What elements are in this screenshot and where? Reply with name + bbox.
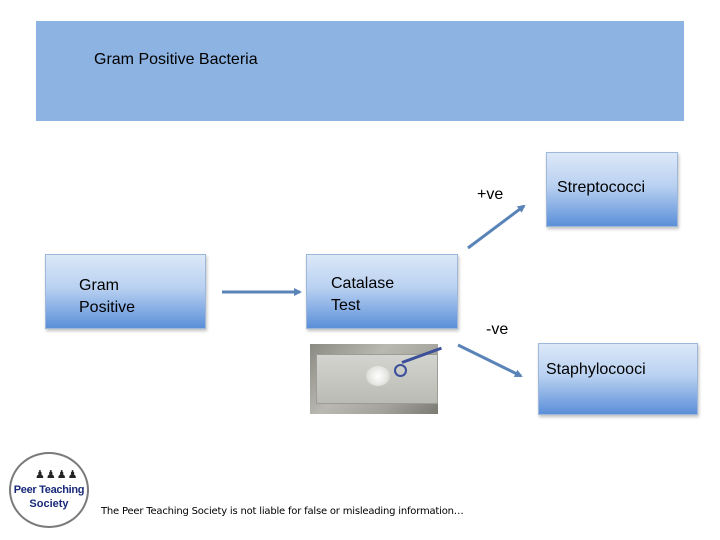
streptococci-label: Streptococci: [557, 179, 646, 196]
page-title: Gram Positive Bacteria: [94, 51, 258, 68]
catalase-test-box: Catalase Test: [306, 254, 458, 329]
logo-line2: Society: [29, 498, 69, 510]
arrow-catalase-to-staph: [457, 343, 523, 378]
disclaimer-text: The Peer Teaching Society is not liable …: [101, 506, 464, 517]
staphylococci-box: Staphylocooci: [538, 343, 698, 415]
staphylococci-label: Staphylocooci: [546, 361, 646, 378]
logo-line1: Peer Teaching: [13, 484, 85, 496]
gram-positive-box: Gram Positive: [45, 254, 206, 329]
gram-positive-line1: Gram: [79, 277, 119, 294]
catalase-line1: Catalase: [331, 275, 395, 292]
people-icon: ♟♟♟♟: [35, 468, 79, 481]
title-banner: Gram Positive Bacteria: [36, 21, 684, 121]
streptococci-box: Streptococci: [546, 152, 678, 227]
catalase-slide-photo: [310, 344, 442, 414]
gram-positive-line2: Positive: [79, 299, 136, 316]
positive-label: +ve: [477, 186, 504, 203]
catalase-line2: Test: [331, 297, 361, 314]
bacterial-smear: [366, 366, 390, 386]
arrow-catalase-to-strep: [467, 204, 526, 250]
inoculating-loop-icon: [394, 364, 407, 377]
peer-teaching-society-logo: ♟♟♟♟ Peer Teaching Society: [9, 452, 89, 528]
negative-label: -ve: [486, 321, 509, 338]
